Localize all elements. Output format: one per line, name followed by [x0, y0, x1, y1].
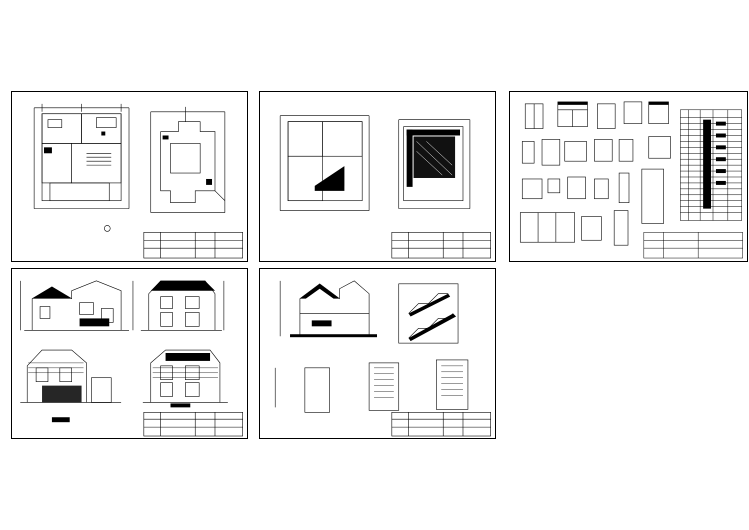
- schedule-table: [643, 109, 743, 259]
- sheet-3-linework: [519, 101, 743, 259]
- floor-plan-right: [398, 119, 471, 209]
- sheet-1-linework: [33, 103, 243, 259]
- sheet-2-linework: [279, 115, 491, 259]
- drawing-sheet-1: [11, 91, 248, 262]
- elevation-1: [19, 280, 134, 331]
- sheet-5-linework: [274, 280, 491, 437]
- floor-plan-left: [279, 115, 370, 211]
- title-block: [391, 412, 491, 437]
- floor-plan-left: [33, 103, 130, 232]
- title-block: [143, 412, 243, 437]
- title-block: [391, 232, 491, 259]
- section: [279, 280, 378, 337]
- sheet-4-linework: [19, 280, 243, 437]
- window-door-details: [519, 101, 671, 246]
- table-row-lines: [680, 117, 742, 213]
- floor-plan-right: [150, 106, 226, 213]
- title-block: [143, 232, 243, 259]
- drawing-sheet-4: [11, 268, 248, 439]
- stair-details: [274, 283, 469, 413]
- drawing-sheet-5: [259, 268, 496, 439]
- drawing-sheet-3: [509, 91, 748, 262]
- drawing-sheet-2: [259, 91, 496, 262]
